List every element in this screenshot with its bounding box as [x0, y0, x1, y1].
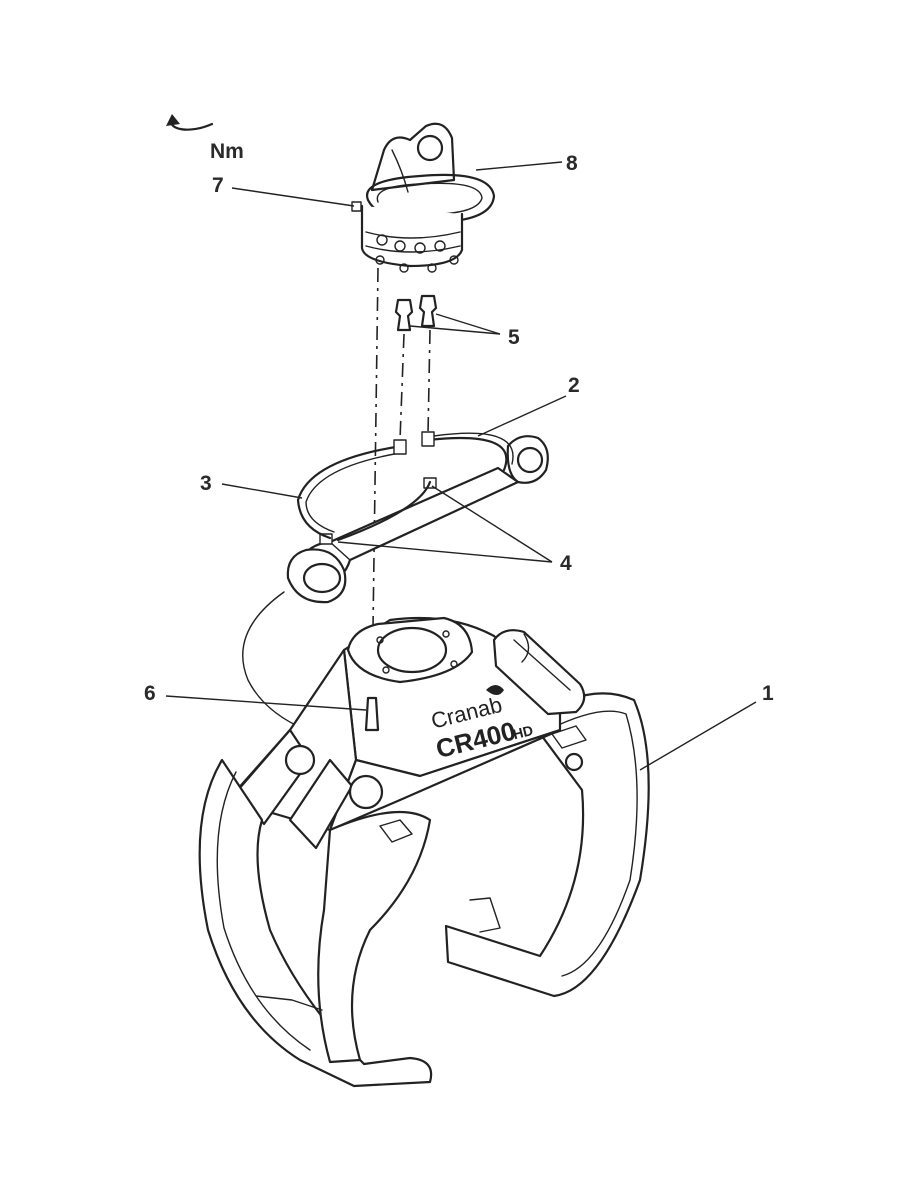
leader-lines: [165, 161, 757, 771]
rotator: [351, 122, 496, 273]
swivel-fittings: [394, 294, 438, 332]
hydraulic-cylinder: [286, 435, 549, 604]
callout-5: 5: [508, 326, 520, 349]
callout-8: 8: [566, 152, 578, 175]
brand-logo-icon: [486, 685, 504, 695]
grapple-body: [198, 616, 650, 1088]
torque-label: Nm: [210, 140, 244, 163]
callout-4: 4: [560, 552, 572, 575]
callout-6: 6: [144, 682, 156, 705]
callout-1: 1: [762, 682, 774, 705]
brand-model-suffix: HD: [511, 722, 535, 742]
hydraulic-hoses: [242, 431, 514, 731]
rotation-arrow-icon: [166, 114, 214, 131]
callout-3: 3: [200, 472, 212, 495]
callout-2: 2: [568, 374, 580, 397]
callout-7: 7: [212, 174, 224, 197]
